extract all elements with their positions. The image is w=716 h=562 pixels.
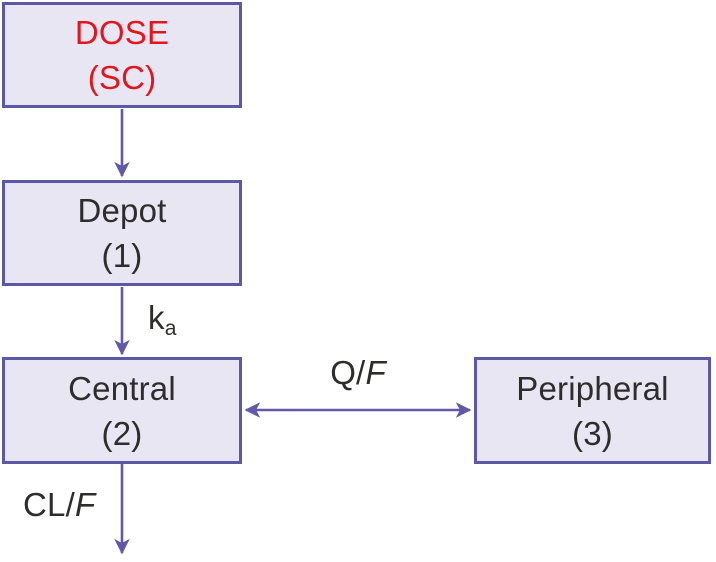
node-dose-line1: DOSE: [74, 14, 170, 51]
node-central: Central (2): [2, 357, 242, 464]
node-dose-line2: (SC): [87, 59, 157, 96]
node-central-line1: Central: [68, 369, 176, 407]
edge-label-ka: ka: [148, 299, 177, 341]
node-peripheral: Peripheral (3): [474, 357, 711, 464]
clf-bioavailability-f: F: [74, 486, 96, 523]
edge-label-qf: Q/F: [300, 354, 416, 392]
node-peripheral-line2: (3): [572, 414, 613, 452]
ka-subscript: a: [164, 316, 177, 340]
ka-base: k: [148, 299, 165, 336]
node-depot: Depot (1): [2, 180, 242, 286]
node-central-line2: (2): [101, 414, 143, 452]
node-peripheral-line1: Peripheral: [516, 369, 669, 407]
node-dose: DOSE (SC): [2, 2, 242, 108]
node-depot-line2: (1): [101, 237, 143, 274]
qf-prefix: Q/: [330, 354, 366, 391]
clf-prefix: CL/: [23, 486, 75, 523]
edge-label-clf: CL/F: [23, 486, 95, 524]
qf-bioavailability-f: F: [365, 354, 386, 391]
node-depot-line1: Depot: [77, 192, 167, 229]
